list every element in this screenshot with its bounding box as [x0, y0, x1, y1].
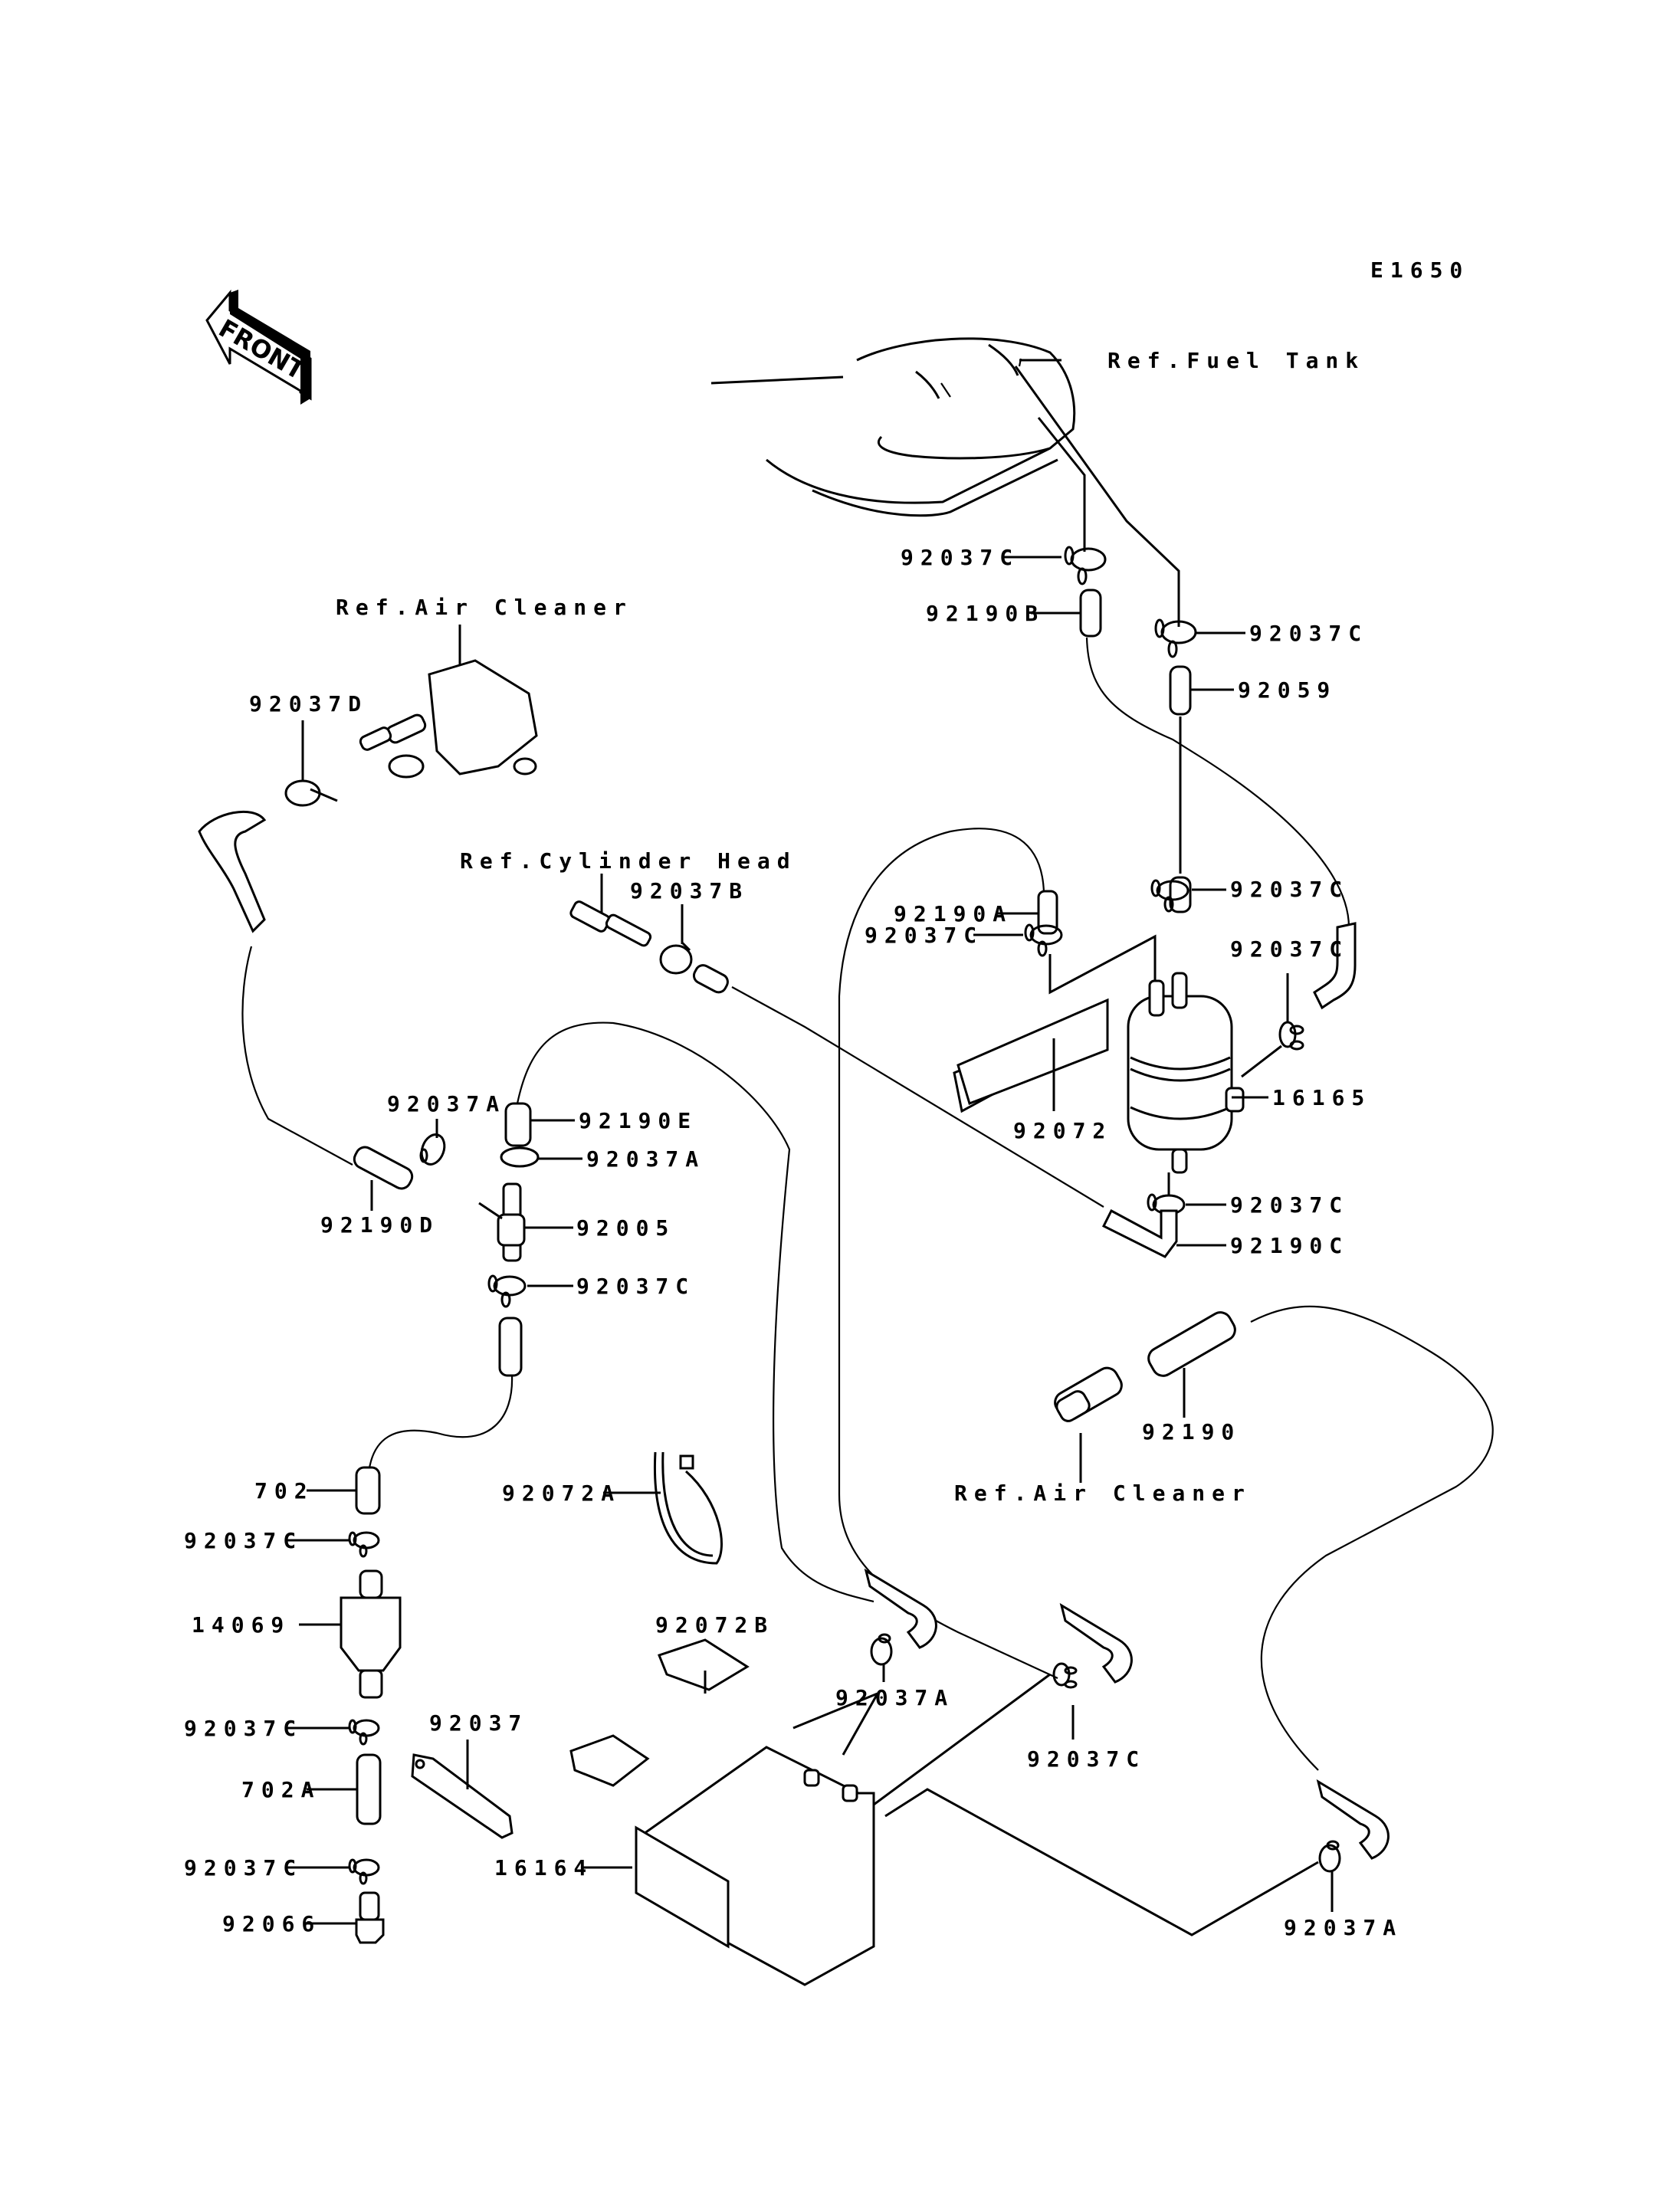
part-label[interactable]: 92059 — [1238, 677, 1337, 703]
part-label[interactable]: 92037C — [1249, 621, 1368, 646]
hose-92190d — [353, 1146, 414, 1190]
clamp-icon — [487, 1274, 527, 1308]
front-arrow-icon: FRONT — [205, 289, 312, 405]
part-label[interactable]: 92066 — [222, 1911, 321, 1936]
hose-92059 — [1169, 665, 1192, 716]
ref-cylinder-head-label: Ref.Cylinder Head — [460, 848, 797, 874]
hose-line — [731, 986, 1104, 1208]
part-label[interactable]: 16164 — [494, 1855, 593, 1881]
tank-vent-line — [1037, 417, 1086, 552]
clamp-icon — [419, 1133, 446, 1166]
part-label[interactable]: 92005 — [576, 1215, 675, 1241]
part-label[interactable]: 92037C — [901, 545, 1019, 570]
part-label[interactable]: 92037D — [249, 691, 368, 716]
hose-line — [838, 828, 1058, 1679]
part-label[interactable]: 92037C — [865, 923, 983, 948]
hose-702a — [356, 1753, 382, 1825]
fuel-pump-16165 — [1127, 972, 1245, 1174]
part-label[interactable]: 92037C — [1230, 936, 1349, 962]
clamp-92037b-icon — [659, 941, 693, 975]
clamp-icon — [348, 1531, 380, 1558]
clamp-ring-icon — [500, 1146, 540, 1168]
part-label[interactable]: 92037 — [429, 1710, 528, 1736]
line — [884, 1788, 1319, 1936]
clamp-icon — [348, 1719, 380, 1746]
part-label[interactable]: 92190E — [579, 1108, 697, 1133]
elbow-hose-92190c — [1101, 1208, 1178, 1258]
part-label[interactable]: 92037C — [184, 1855, 303, 1881]
clamp-icon — [1150, 879, 1189, 913]
tank-drain-line — [1014, 366, 1180, 627]
t-fitting-92005 — [478, 1182, 526, 1262]
part-label[interactable]: 92190C — [1230, 1233, 1349, 1258]
hose-92190b — [1079, 589, 1102, 638]
part-label[interactable]: 92190 — [1142, 1419, 1241, 1444]
diagram-code: E1650 — [1370, 257, 1469, 283]
hose-line — [516, 1021, 874, 1603]
part-label[interactable]: 92037C — [1230, 877, 1349, 902]
part-label[interactable]: 16165 — [1272, 1085, 1371, 1110]
part-label[interactable]: 92037C — [1027, 1746, 1146, 1772]
part-label[interactable]: 92072B — [655, 1612, 774, 1638]
line — [792, 1690, 881, 1756]
line — [873, 1673, 1051, 1806]
part-label[interactable]: 92037A — [586, 1146, 705, 1172]
band-92037 — [411, 1753, 514, 1839]
part-label[interactable]: 92037B — [630, 878, 749, 903]
part-label[interactable]: 92190A — [894, 901, 1012, 926]
air-cleaner-housing — [359, 659, 538, 779]
cable-tie-92072a — [653, 1451, 723, 1565]
clamp-icon — [1318, 1840, 1341, 1873]
elbow-hose — [1316, 1779, 1390, 1860]
part-label[interactable]: 14069 — [192, 1612, 290, 1638]
hose-line — [1250, 1305, 1494, 1771]
clamp-92037d-icon — [284, 779, 338, 807]
part-label[interactable]: 92037C — [184, 1528, 303, 1553]
drain-plug-92066 — [355, 1891, 385, 1944]
elbow-hose — [1313, 922, 1357, 1010]
clamp-icon — [1052, 1662, 1078, 1689]
fuel-tank — [710, 337, 1076, 517]
clamp-icon — [1154, 618, 1197, 658]
elbow-hose — [864, 1568, 937, 1649]
hose-92190e — [504, 1102, 532, 1147]
bracket-92072 — [953, 998, 1109, 1113]
part-label[interactable]: 92190D — [320, 1212, 439, 1238]
part-label[interactable]: 92072A — [502, 1481, 621, 1506]
part-label[interactable]: 702A — [241, 1777, 320, 1802]
cylinder-head-fitting — [569, 900, 652, 947]
ref-air-cleaner-bottom-label: Ref.Air Cleaner — [954, 1481, 1252, 1506]
clamp-icon — [870, 1633, 893, 1666]
part-label[interactable]: 92037C — [184, 1716, 303, 1741]
ref-air-cleaner-top-label: Ref.Air Cleaner — [336, 595, 633, 620]
hose-line — [1085, 637, 1350, 928]
hose-line — [241, 946, 353, 1166]
part-label[interactable]: 92037A — [835, 1685, 954, 1710]
clamp-icon — [1278, 1021, 1304, 1051]
hose-702 — [355, 1466, 381, 1515]
hose-stub — [692, 964, 729, 994]
elbow-hose — [1059, 1602, 1133, 1684]
hose-stub — [498, 1317, 523, 1377]
hose-line — [366, 1375, 514, 1487]
fuel-filter-14069 — [340, 1569, 402, 1699]
part-label[interactable]: 92037C — [1230, 1192, 1349, 1218]
canister-16164 — [635, 1746, 875, 1986]
part-label[interactable]: 702 — [254, 1478, 314, 1503]
clamp-icon — [1064, 546, 1107, 585]
part-label[interactable]: 92037C — [576, 1274, 695, 1299]
part-label[interactable]: 92037A — [1284, 1915, 1403, 1940]
clamp-icon — [348, 1858, 380, 1885]
ref-fuel-tank-label: Ref.Fuel Tank — [1107, 348, 1365, 373]
clamp-icon — [1024, 923, 1063, 957]
part-label[interactable]: 92037A — [387, 1091, 506, 1117]
line — [1048, 934, 1157, 995]
part-label[interactable]: 92190B — [926, 601, 1045, 626]
leader — [1241, 1044, 1282, 1078]
air-cleaner-fitting — [1054, 1311, 1236, 1422]
bracket-92072b — [569, 1638, 750, 1787]
part-label[interactable]: 92072 — [1013, 1118, 1112, 1143]
elbow-hose-left — [198, 810, 267, 933]
